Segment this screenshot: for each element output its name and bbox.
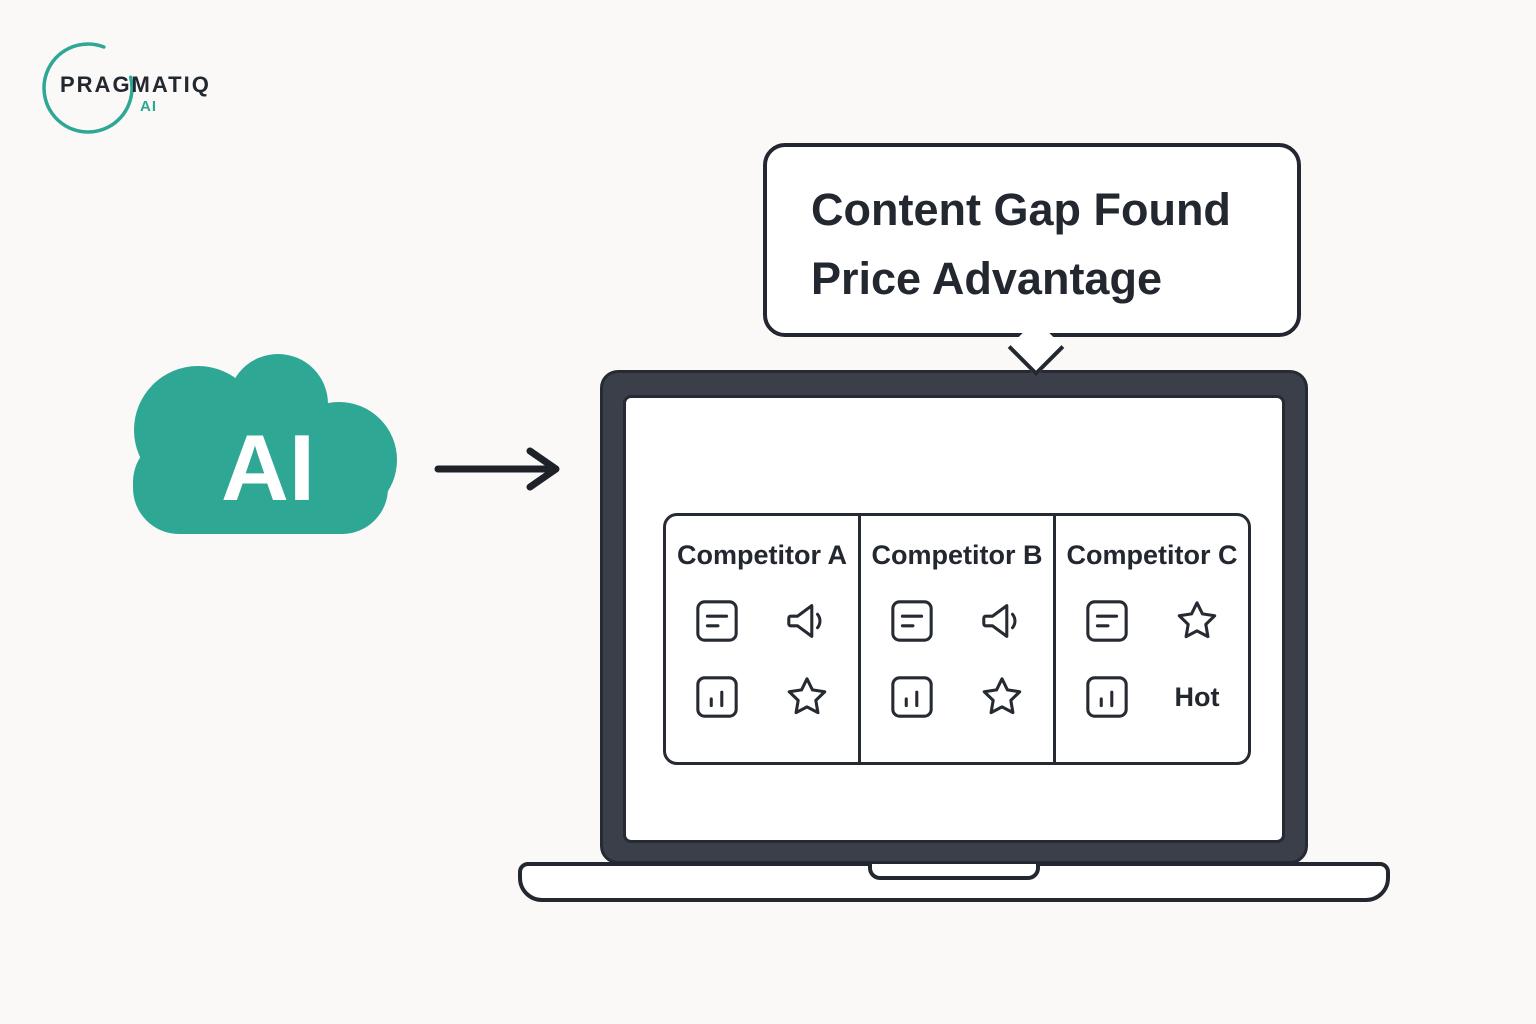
callout-bubble: Content Gap Found Price Advantage <box>763 143 1301 337</box>
logo-sub-text: AI <box>140 98 157 115</box>
competitor-name: Competitor C <box>1066 540 1238 570</box>
competitor-column-a: Competitor A <box>666 516 858 762</box>
logo-ring-icon <box>42 42 134 134</box>
hot-badge: Hot <box>1173 673 1221 721</box>
arrow-right-icon <box>434 447 560 491</box>
cloud-icon: AI <box>133 354 397 534</box>
callout-line-1: Content Gap Found <box>811 184 1231 235</box>
hot-label: Hot <box>1174 681 1220 712</box>
competitor-table: Competitor A <box>663 513 1251 765</box>
competitor-icon-grid: Hot <box>1083 597 1221 721</box>
competitor-icon-grid <box>693 597 831 721</box>
logo-brand-text: PRAGMATIQ <box>60 72 211 97</box>
star-icon <box>978 673 1026 721</box>
document-icon <box>693 597 741 645</box>
bar-chart-icon <box>1083 673 1131 721</box>
star-icon <box>783 673 831 721</box>
bar-chart-icon <box>888 673 936 721</box>
document-icon <box>1083 597 1131 645</box>
document-icon <box>888 597 936 645</box>
competitor-icon-grid <box>888 597 1026 721</box>
ai-cloud: AI <box>103 332 407 560</box>
laptop-base <box>518 862 1390 902</box>
laptop-base-notch <box>868 864 1040 880</box>
callout-line-2: Price Advantage <box>811 253 1162 304</box>
laptop-display: Competitor A <box>623 395 1285 843</box>
brand-logo: PRAGMATIQ AI <box>40 40 260 150</box>
megaphone-icon <box>783 597 831 645</box>
competitor-name: Competitor B <box>871 540 1043 570</box>
competitor-column-b: Competitor B <box>858 516 1053 762</box>
star-icon <box>1173 597 1221 645</box>
laptop-screen: Competitor A <box>600 370 1308 864</box>
bar-chart-icon <box>693 673 741 721</box>
flow-arrow <box>434 443 564 495</box>
competitor-name: Competitor A <box>677 540 847 570</box>
cloud-ai-label: AI <box>221 415 315 520</box>
competitor-column-c: Competitor C <box>1053 516 1248 762</box>
megaphone-icon <box>978 597 1026 645</box>
